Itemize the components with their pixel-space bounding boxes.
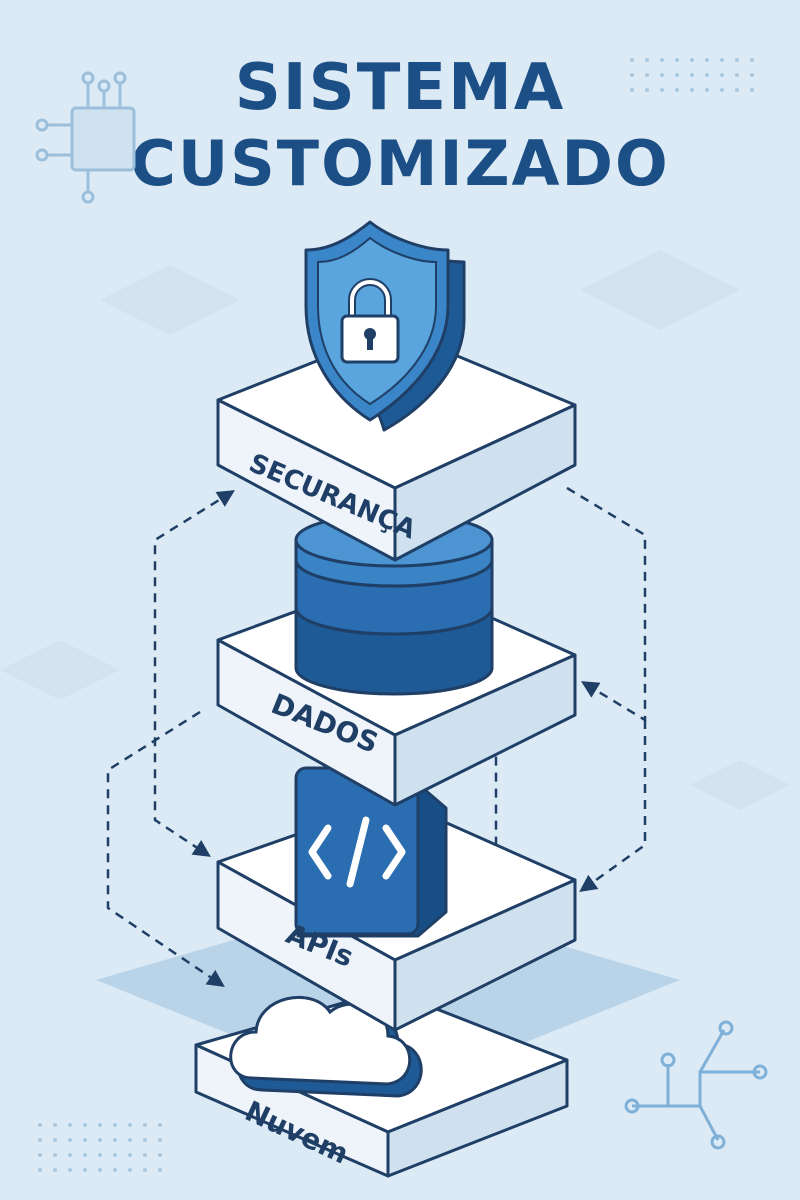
grid-dot <box>143 1123 147 1127</box>
grid-dot <box>38 1168 42 1172</box>
grid-dot <box>68 1138 72 1142</box>
grid-dot <box>113 1138 117 1142</box>
grid-dot <box>660 73 664 77</box>
grid-dot <box>113 1168 117 1172</box>
cloud-icon <box>229 996 423 1098</box>
grid-dot <box>705 58 709 62</box>
grid-dot <box>53 1153 57 1157</box>
grid-dot <box>720 73 724 77</box>
grid-dot <box>128 1123 132 1127</box>
grid-dot <box>83 1168 87 1172</box>
grid-dot <box>128 1153 132 1157</box>
grid-dot <box>158 1138 162 1142</box>
grid-dot <box>720 58 724 62</box>
grid-dot <box>660 58 664 62</box>
grid-dot <box>38 1123 42 1127</box>
dot-grid <box>38 1123 162 1172</box>
grid-dot <box>630 88 634 92</box>
layer-security: SECURANÇA <box>216 220 577 562</box>
grid-dot <box>98 1168 102 1172</box>
grid-dot <box>53 1123 57 1127</box>
grid-dot <box>735 58 739 62</box>
grid-dot <box>675 88 679 92</box>
grid-dot <box>128 1168 132 1172</box>
grid-dot <box>38 1138 42 1142</box>
grid-dot <box>83 1138 87 1142</box>
grid-dot <box>750 73 754 77</box>
grid-dot <box>735 73 739 77</box>
circuit-chip-icon <box>35 71 136 204</box>
grid-dot <box>720 88 724 92</box>
dot-grid <box>630 58 754 92</box>
grid-dot <box>630 58 634 62</box>
grid-dot <box>158 1168 162 1172</box>
grid-dot <box>630 73 634 77</box>
shield-lock-icon <box>304 220 466 432</box>
grid-dot <box>83 1153 87 1157</box>
grid-dot <box>675 73 679 77</box>
grid-dot <box>705 88 709 92</box>
grid-dot <box>660 88 664 92</box>
grid-dot <box>83 1123 87 1127</box>
grid-dot <box>98 1153 102 1157</box>
circuit-branch-icon <box>624 1020 768 1150</box>
grid-dot <box>750 58 754 62</box>
grid-dot <box>143 1138 147 1142</box>
grid-dot <box>113 1123 117 1127</box>
grid-dot <box>38 1153 42 1157</box>
grid-dot <box>158 1153 162 1157</box>
grid-dot <box>68 1168 72 1172</box>
grid-dot <box>690 58 694 62</box>
grid-dot <box>68 1153 72 1157</box>
grid-dot <box>645 58 649 62</box>
grid-dot <box>645 73 649 77</box>
grid-dot <box>750 88 754 92</box>
title-line-2: CUSTOMIZADO <box>130 127 670 200</box>
grid-dot <box>690 73 694 77</box>
layer-apis: APIs <box>216 766 577 1032</box>
database-icon <box>294 512 494 696</box>
grid-dot <box>158 1123 162 1127</box>
grid-dot <box>143 1168 147 1172</box>
title-line-1: SISTEMA <box>234 51 566 125</box>
grid-dot <box>128 1138 132 1142</box>
grid-dot <box>690 88 694 92</box>
grid-dot <box>68 1123 72 1127</box>
layer-cloud: Nuvem <box>194 988 569 1178</box>
grid-dot <box>143 1153 147 1157</box>
grid-dot <box>98 1138 102 1142</box>
grid-dot <box>705 73 709 77</box>
grid-dot <box>675 58 679 62</box>
grid-dot <box>113 1153 117 1157</box>
grid-dot <box>645 88 649 92</box>
grid-dot <box>53 1138 57 1142</box>
grid-dot <box>735 88 739 92</box>
background-shapes <box>0 250 790 810</box>
grid-dot <box>53 1168 57 1172</box>
code-icon <box>294 766 448 938</box>
grid-dot <box>98 1123 102 1127</box>
